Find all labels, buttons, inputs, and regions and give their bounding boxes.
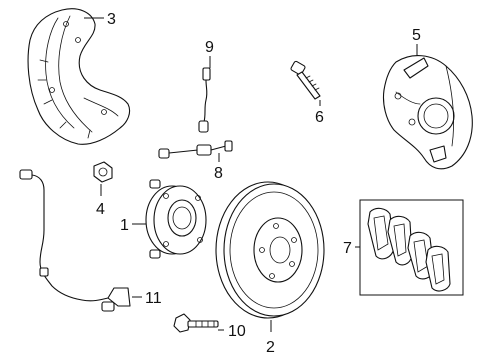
brake-pads-part <box>367 207 451 292</box>
callout-3: 3 <box>107 11 116 28</box>
callout-8: 8 <box>214 165 223 182</box>
dust-shield-part <box>27 8 131 145</box>
caliper-bolt-part <box>290 60 321 100</box>
callout-5: 5 <box>412 27 421 44</box>
sensor-wire-part <box>158 140 233 159</box>
callout-9: 9 <box>205 39 214 56</box>
callout-7: 7 <box>343 240 352 257</box>
brake-caliper-part <box>382 55 473 170</box>
rotor-bolt-part <box>173 313 219 333</box>
callout-1: 1 <box>120 217 129 234</box>
abs-sensor-part <box>19 169 131 312</box>
callout-10: 10 <box>228 323 246 340</box>
callout-2: 2 <box>266 339 275 356</box>
callout-4: 4 <box>96 201 105 218</box>
callout-6: 6 <box>315 109 324 126</box>
wheel-hub-part <box>145 179 207 259</box>
wear-sensor-part <box>198 67 211 133</box>
hub-nut-part <box>93 161 113 183</box>
brake-rotor-part <box>215 181 325 319</box>
callout-11: 11 <box>145 290 162 307</box>
